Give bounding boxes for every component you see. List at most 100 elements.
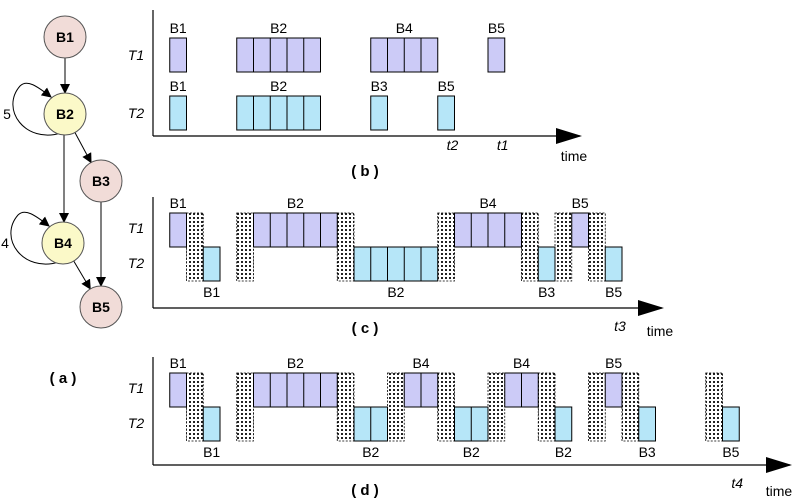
time-marker-t1: t1: [497, 137, 509, 153]
block-t2-b5: B5: [722, 406, 740, 460]
context-switch-block: [705, 372, 723, 442]
block-label: B2: [555, 444, 572, 460]
self-loop-edge: [12, 82, 62, 136]
row-label-t1: T1: [128, 220, 144, 236]
block-rect: [253, 212, 338, 248]
block-t2-b1: B1: [202, 406, 221, 460]
block-label: B3: [639, 444, 656, 460]
node-circle: [79, 285, 123, 329]
cfg-node-b3: B3: [79, 159, 123, 203]
block-label: B2: [287, 355, 304, 371]
block-rect: [169, 372, 187, 408]
block-rect: [604, 246, 623, 282]
time-marker-t4: t4: [731, 475, 743, 491]
block-rect: [604, 372, 623, 408]
node-label: B4: [54, 235, 72, 251]
time-axis-label: time: [561, 148, 588, 164]
node-circle: [43, 92, 87, 136]
block-t2-b2: B2: [236, 78, 321, 131]
block-t1-b5: B5: [487, 20, 506, 73]
block-label: B2: [463, 444, 480, 460]
loop-count-label: 4: [1, 235, 9, 251]
block-t1-b2: B2: [253, 195, 338, 248]
context-switch-block: [537, 372, 556, 442]
block-t1-b1: B1: [169, 355, 187, 408]
block-t2-b2: B2: [353, 406, 388, 460]
block-t1-b1: B1: [169, 20, 187, 73]
block-rect: [236, 37, 321, 73]
block-t2-b3: B3: [638, 406, 656, 460]
row-label-t1: T1: [128, 47, 144, 63]
context-switch-block: [521, 212, 539, 282]
block-rect: [169, 95, 187, 131]
loop-count-label: 5: [3, 106, 11, 122]
block-label: B2: [287, 195, 304, 211]
node-circle: [41, 221, 85, 265]
node-label: B1: [56, 29, 74, 45]
block-label: B1: [203, 284, 220, 300]
block-t2-b3: B3: [370, 78, 388, 131]
block-rect: [202, 246, 221, 282]
block-label: B1: [170, 195, 187, 211]
block-label: B5: [722, 444, 739, 460]
block-t1-b5: B5: [571, 195, 589, 248]
block-label: B2: [387, 284, 404, 300]
node-circle: [43, 15, 87, 59]
context-switch-block: [437, 372, 455, 442]
context-switch-block: [186, 212, 204, 282]
cfg-node-b5: B5: [79, 285, 123, 329]
block-t1-b2: B2: [253, 355, 338, 408]
block-label: B1: [170, 20, 187, 36]
context-switch-block: [387, 372, 405, 442]
time-marker-t3: t3: [614, 318, 626, 334]
block-rect: [638, 406, 656, 442]
block-label: B1: [170, 78, 187, 94]
context-switch-block: [437, 212, 455, 282]
cfg-node-b1: B1: [43, 15, 87, 59]
block-t2-b2: B2: [554, 406, 573, 460]
block-t2-b1: B1: [169, 78, 187, 131]
edge-B2-B3: [74, 132, 92, 164]
block-rect: [571, 212, 589, 248]
block-t1-b4: B4: [454, 195, 522, 248]
block-rect: [537, 246, 556, 282]
context-switch-block: [336, 372, 355, 442]
block-rect: [487, 37, 506, 73]
block-rect: [437, 95, 455, 131]
cfg-node-b4: B4: [41, 221, 85, 265]
block-label: B4: [479, 195, 496, 211]
edge-B4-B5: [73, 260, 91, 290]
block-label: B5: [488, 20, 505, 36]
block-t2-b1: B1: [202, 246, 221, 300]
block-t2-b2: B2: [353, 246, 439, 300]
block-label: B2: [362, 444, 379, 460]
block-label: B1: [203, 444, 220, 460]
row-label-t2: T2: [128, 415, 145, 431]
row-label-t1: T1: [128, 380, 144, 396]
context-switch-block: [336, 212, 355, 282]
block-t2-b5: B5: [604, 246, 623, 300]
cfg-node-b2: B2: [43, 92, 87, 136]
node-label: B3: [92, 173, 110, 189]
context-switch-block: [621, 372, 640, 442]
block-label: B5: [605, 355, 622, 371]
caption-a: ( a ): [50, 370, 77, 387]
block-t1-b1: B1: [169, 195, 187, 248]
node-circle: [79, 159, 123, 203]
time-marker-t2: t2: [447, 137, 459, 153]
context-switch-block: [236, 212, 254, 282]
context-switch-block: [588, 372, 606, 442]
block-label: B2: [270, 20, 287, 36]
caption-d: ( d ): [351, 482, 379, 499]
block-rect: [554, 406, 573, 442]
block-rect: [169, 37, 187, 73]
time-axis-label: time: [766, 483, 793, 499]
block-rect: [353, 246, 439, 282]
block-label: B3: [538, 284, 555, 300]
row-label-t2: T2: [128, 255, 145, 271]
